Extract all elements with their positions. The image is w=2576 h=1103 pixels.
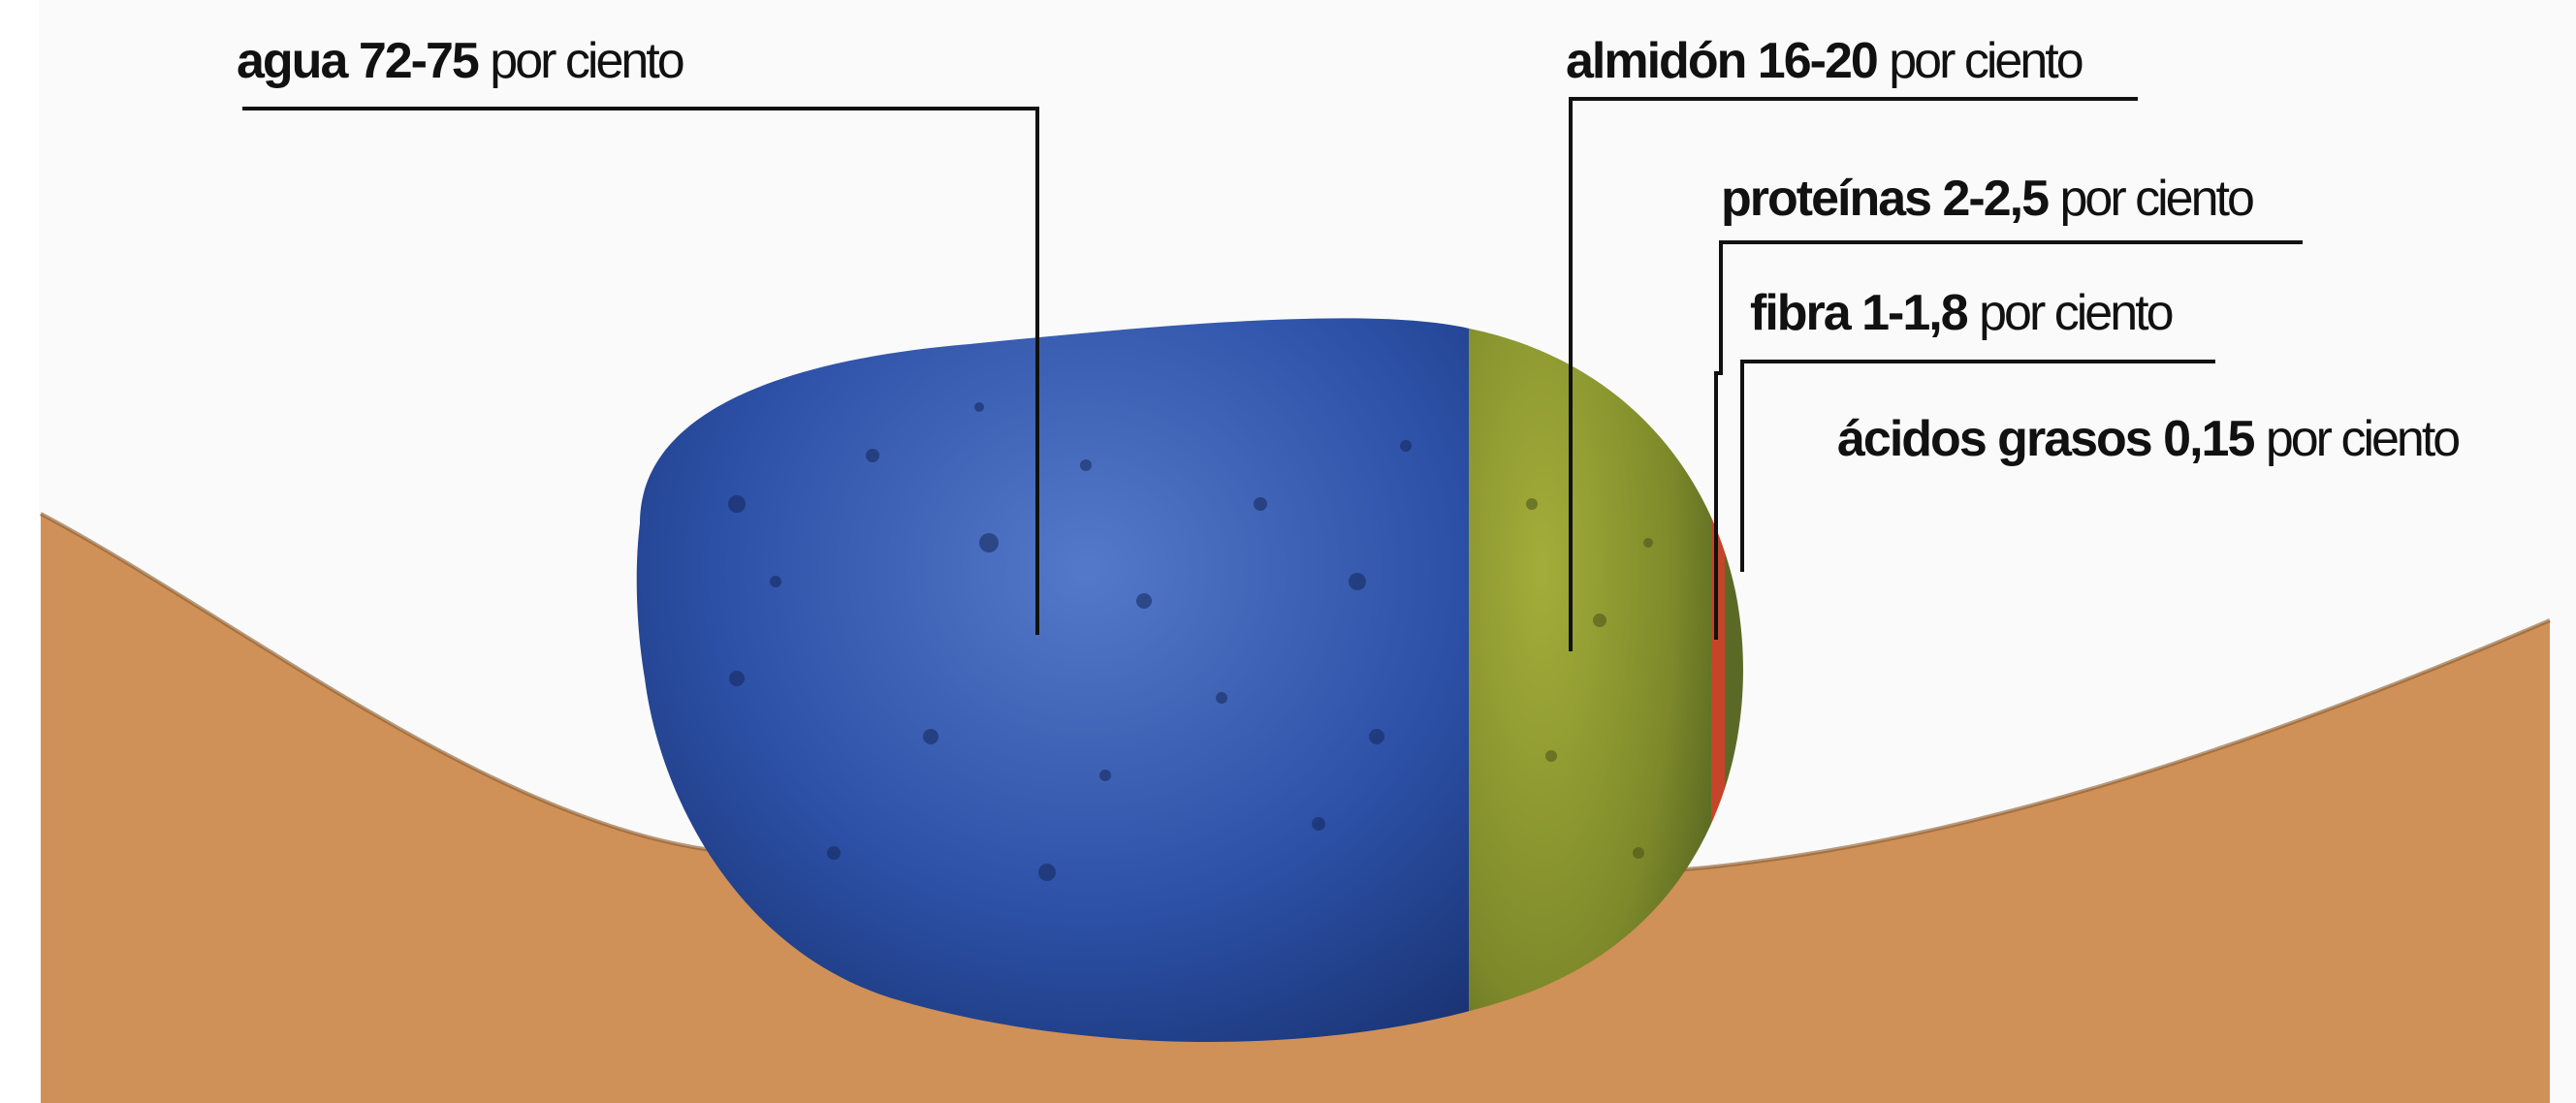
label-fatty-acids: ácidos grasos 0,15 por ciento xyxy=(1837,411,2459,467)
label-fiber: fibra 1-1,8 por ciento xyxy=(1750,285,2173,341)
label-water: agua 72-75 por ciento xyxy=(237,33,684,89)
label-fatty-acids-value: 0,15 xyxy=(2163,411,2254,467)
label-fatty-acids-unit: por ciento xyxy=(2266,411,2459,467)
label-starch-name: almidón xyxy=(1566,33,1745,89)
label-fiber-value: 1-1,8 xyxy=(1861,285,1968,341)
label-fiber-name: fibra xyxy=(1750,285,1853,341)
label-starch-value: 16-20 xyxy=(1758,33,1877,89)
label-fatty-acids-name: ácidos grasos xyxy=(1837,411,2151,467)
label-starch: almidón 16-20 por ciento xyxy=(1566,33,2083,89)
label-fiber-unit: por ciento xyxy=(1979,285,2172,341)
label-protein-value: 2-2,5 xyxy=(1943,171,2050,227)
label-protein-unit: por ciento xyxy=(2060,171,2253,227)
label-protein: proteínas 2-2,5 por ciento xyxy=(1721,171,2253,227)
label-starch-unit: por ciento xyxy=(1889,33,2082,89)
label-water-unit: por ciento xyxy=(490,33,683,89)
label-water-name: agua xyxy=(237,33,349,89)
label-protein-name: proteínas xyxy=(1721,171,1930,227)
label-water-value: 72-75 xyxy=(359,33,479,89)
left-frame-strip xyxy=(0,0,39,1103)
